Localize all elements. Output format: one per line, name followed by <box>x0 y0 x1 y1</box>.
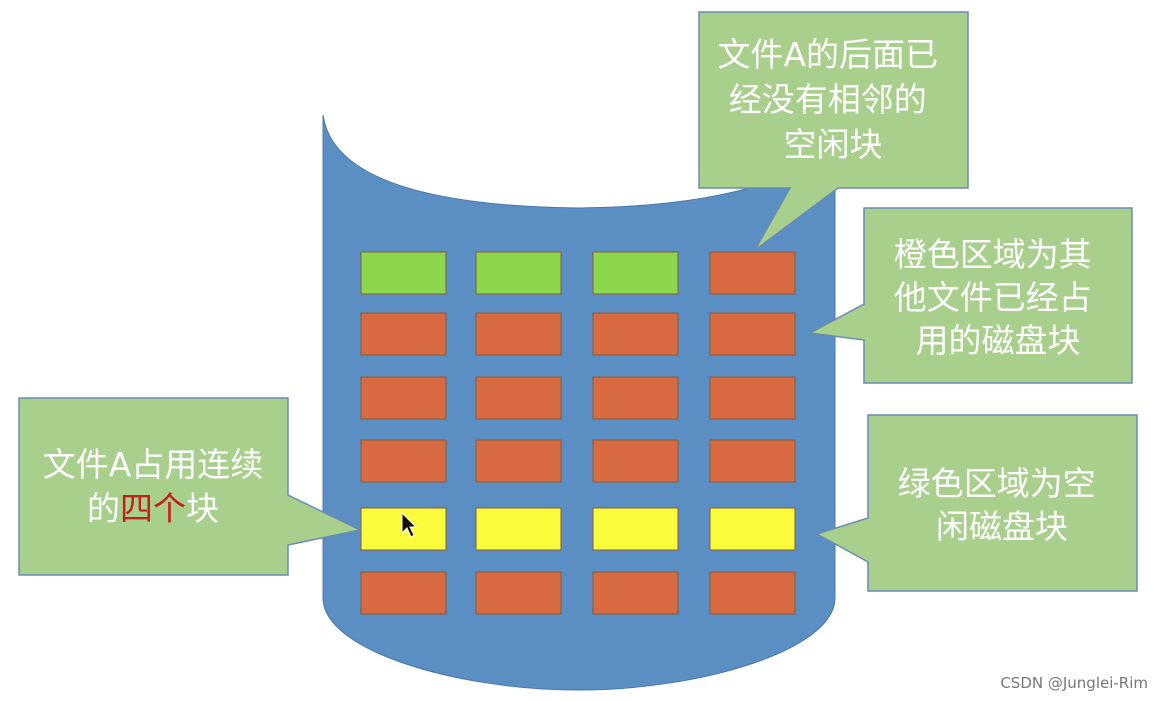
callout-bubble <box>815 414 1138 592</box>
file-a-block <box>475 507 562 551</box>
callout-text-line: 用的磁盘块 <box>916 321 1081 360</box>
callout-text-line: 文件A的后面已 <box>717 35 938 74</box>
used-block <box>709 251 796 295</box>
callout-free-blocks: 绿色区域为空 闲磁盘块 <box>815 414 1138 592</box>
file-a-block <box>592 507 679 551</box>
used-block <box>475 312 562 356</box>
watermark-text: CSDN @Junglei-Rim <box>1000 674 1148 692</box>
callout-text-line: 经没有相邻的 <box>729 80 927 119</box>
callout-text-line: 他文件已经占 <box>894 278 1092 317</box>
used-block <box>360 312 447 356</box>
svg-text:文件A的后面已 经没有相邻的 空闲块: 文件A的后面已 经没有相邻的 空闲块 <box>717 35 948 164</box>
callout-no-free-adjacent: 文件A的后面已 经没有相邻的 空闲块 <box>698 11 969 251</box>
callout-text-line: 空闲块 <box>784 125 883 164</box>
callout-used-blocks: 橙色区域为其 他文件已经占 用的磁盘块 <box>807 207 1133 384</box>
used-block <box>709 376 796 420</box>
used-block <box>709 571 796 615</box>
used-block <box>475 571 562 615</box>
callout-text-line: 绿色区域为空 <box>898 464 1096 503</box>
used-block <box>592 439 679 483</box>
callout-text-line: 橙色区域为其 <box>894 235 1092 274</box>
callout-text-line: 闲磁盘块 <box>936 507 1068 546</box>
disk-block-grid <box>360 251 796 615</box>
used-block <box>592 312 679 356</box>
file-a-block <box>709 507 796 551</box>
svg-text:绿色区域为空 闲磁盘块: 绿色区域为空 闲磁盘块 <box>898 464 1107 546</box>
callout-text-segment: 块 <box>186 489 219 528</box>
used-block <box>475 439 562 483</box>
disk-cylinder <box>322 114 836 691</box>
used-block <box>592 571 679 615</box>
callout-bubble <box>18 397 363 576</box>
callout-text-line: 文件A占用连续 <box>43 445 264 484</box>
mouse-cursor-icon <box>401 511 418 538</box>
used-block <box>360 439 447 483</box>
used-block <box>475 376 562 420</box>
callout-bubble <box>698 11 969 251</box>
free-block <box>360 251 447 295</box>
used-block <box>360 376 447 420</box>
used-block <box>360 571 447 615</box>
callout-text-segment: 的 <box>87 489 120 528</box>
svg-text:橙色区域为其 他文件已经占 用的磁盘: 橙色区域为其 他文件已经占 用的磁盘块 <box>894 235 1103 360</box>
free-block <box>592 251 679 295</box>
used-block <box>709 312 796 356</box>
svg-text:的四个块: 的四个块 <box>87 489 219 528</box>
free-block <box>475 251 562 295</box>
used-block <box>709 439 796 483</box>
callout-highlight-text: 四个 <box>120 489 186 528</box>
callout-file-a: 文件A占用连续 的四个块 <box>18 397 363 576</box>
callout-bubble <box>807 207 1133 384</box>
used-block <box>592 376 679 420</box>
